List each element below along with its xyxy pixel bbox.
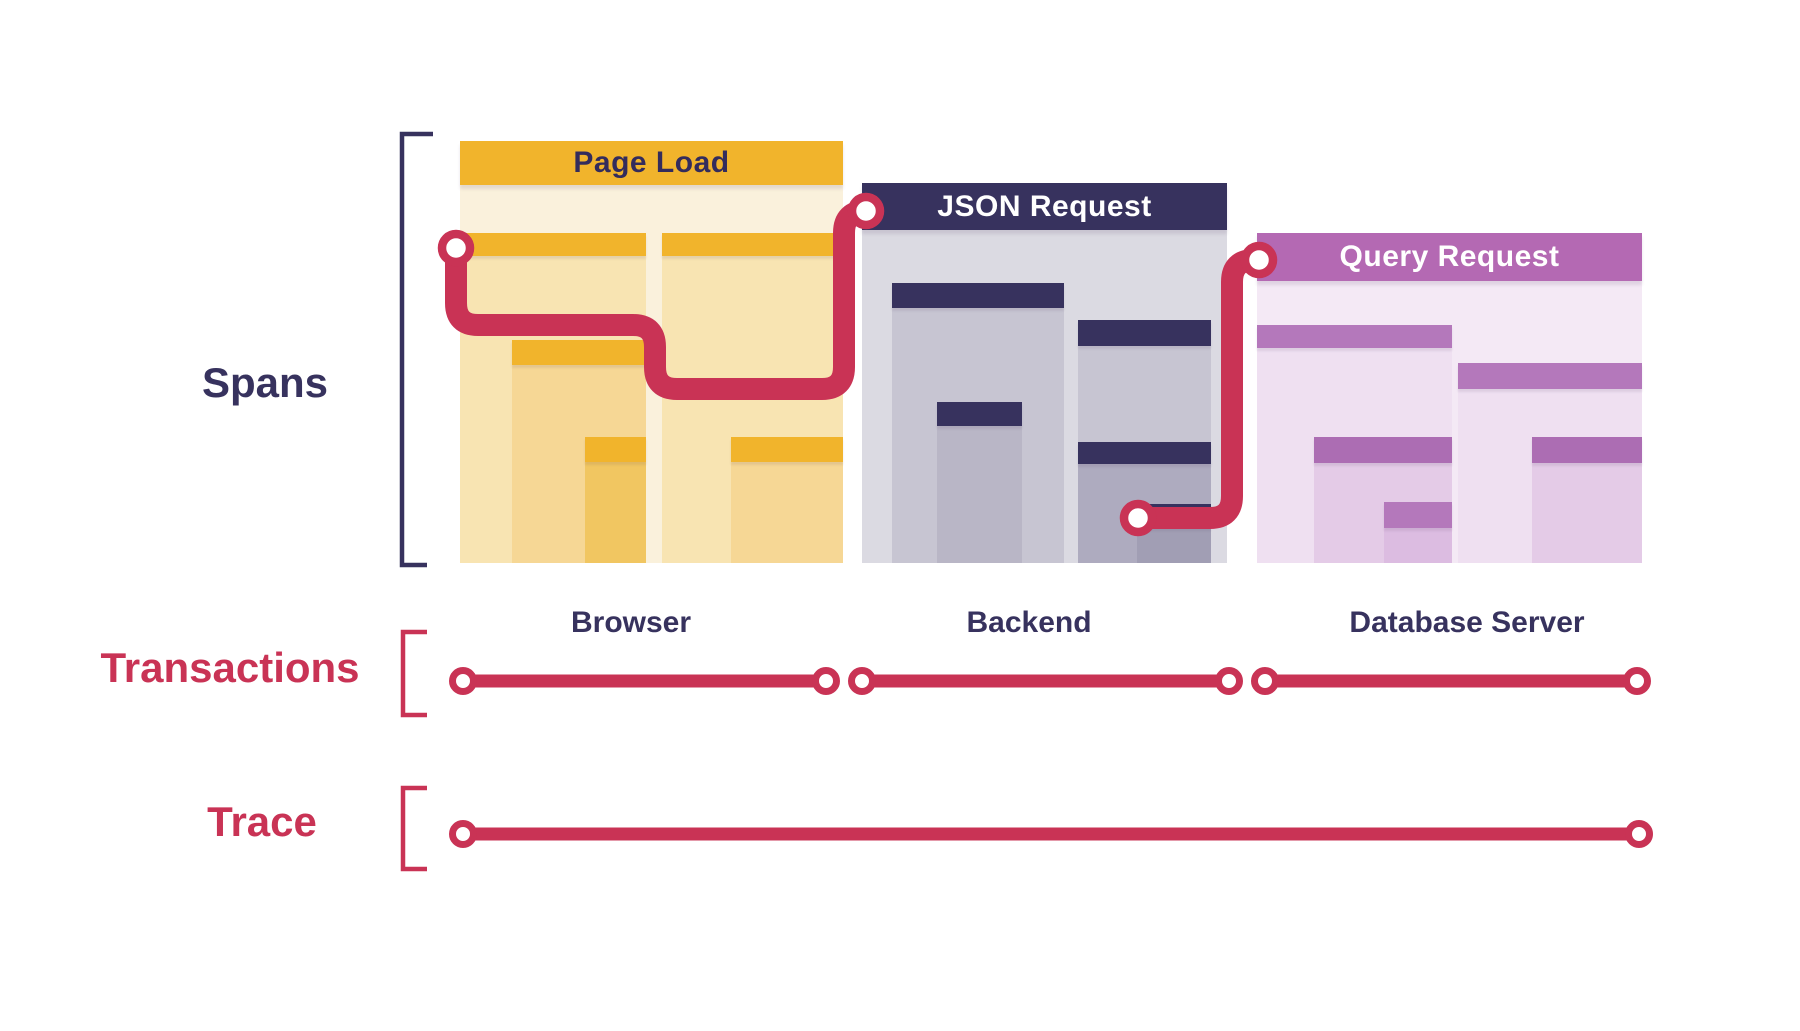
span-bar-header: [585, 437, 646, 462]
span-bar-header: [1137, 504, 1211, 528]
transaction-node: [812, 667, 840, 695]
trace-row-label: Trace: [207, 798, 317, 845]
span-bar-header: [1314, 437, 1452, 463]
transaction-node: [1251, 667, 1279, 695]
trace-node-start: [449, 820, 477, 848]
transaction-node: [449, 667, 477, 695]
json-request-titlebar: JSON Request: [862, 183, 1227, 230]
span-bar-header: [662, 233, 843, 256]
database-server-caption: Database Server: [1349, 606, 1585, 639]
span-bar-header: [1257, 325, 1452, 348]
transactions-bracket: [400, 629, 427, 718]
page-load-titlebar: Page Load: [460, 141, 843, 185]
trace-node-end: [1625, 820, 1653, 848]
span-bar-header: [892, 283, 1064, 308]
query-request-span-bar-1-grandchild: [1384, 502, 1452, 563]
backend-caption: Backend: [966, 606, 1092, 639]
page-load-span-bar-1-grandchild: [585, 437, 646, 563]
span-bar-header: [1078, 320, 1211, 346]
transaction-node: [848, 667, 876, 695]
span-bar-header: [1458, 363, 1642, 389]
spans-row-label: Spans: [201, 359, 329, 406]
query-request-titlebar: Query Request: [1257, 233, 1642, 281]
page-load-span-bar-2-child: [731, 437, 843, 563]
span-bar-header: [937, 402, 1022, 426]
span-bar-header: [731, 437, 843, 462]
trace-bracket: [400, 785, 427, 872]
span-bar-header: [460, 233, 646, 256]
span-bar-header: [512, 340, 646, 365]
transaction-node: [1215, 667, 1243, 695]
query-request-span-bar-2-child: [1532, 437, 1642, 563]
json-request-span-bar-2-grandchild: [1137, 504, 1211, 563]
span-bar-header: [1078, 442, 1211, 464]
span-bar-header: [1384, 502, 1452, 528]
transactions-row-label: Transactions: [100, 644, 360, 691]
transaction-node: [1623, 667, 1651, 695]
browser-caption: Browser: [570, 606, 692, 639]
span-bar-header: [1532, 437, 1642, 463]
json-request-span-bar-1-child: [937, 402, 1022, 563]
spans-bracket: [399, 131, 433, 568]
